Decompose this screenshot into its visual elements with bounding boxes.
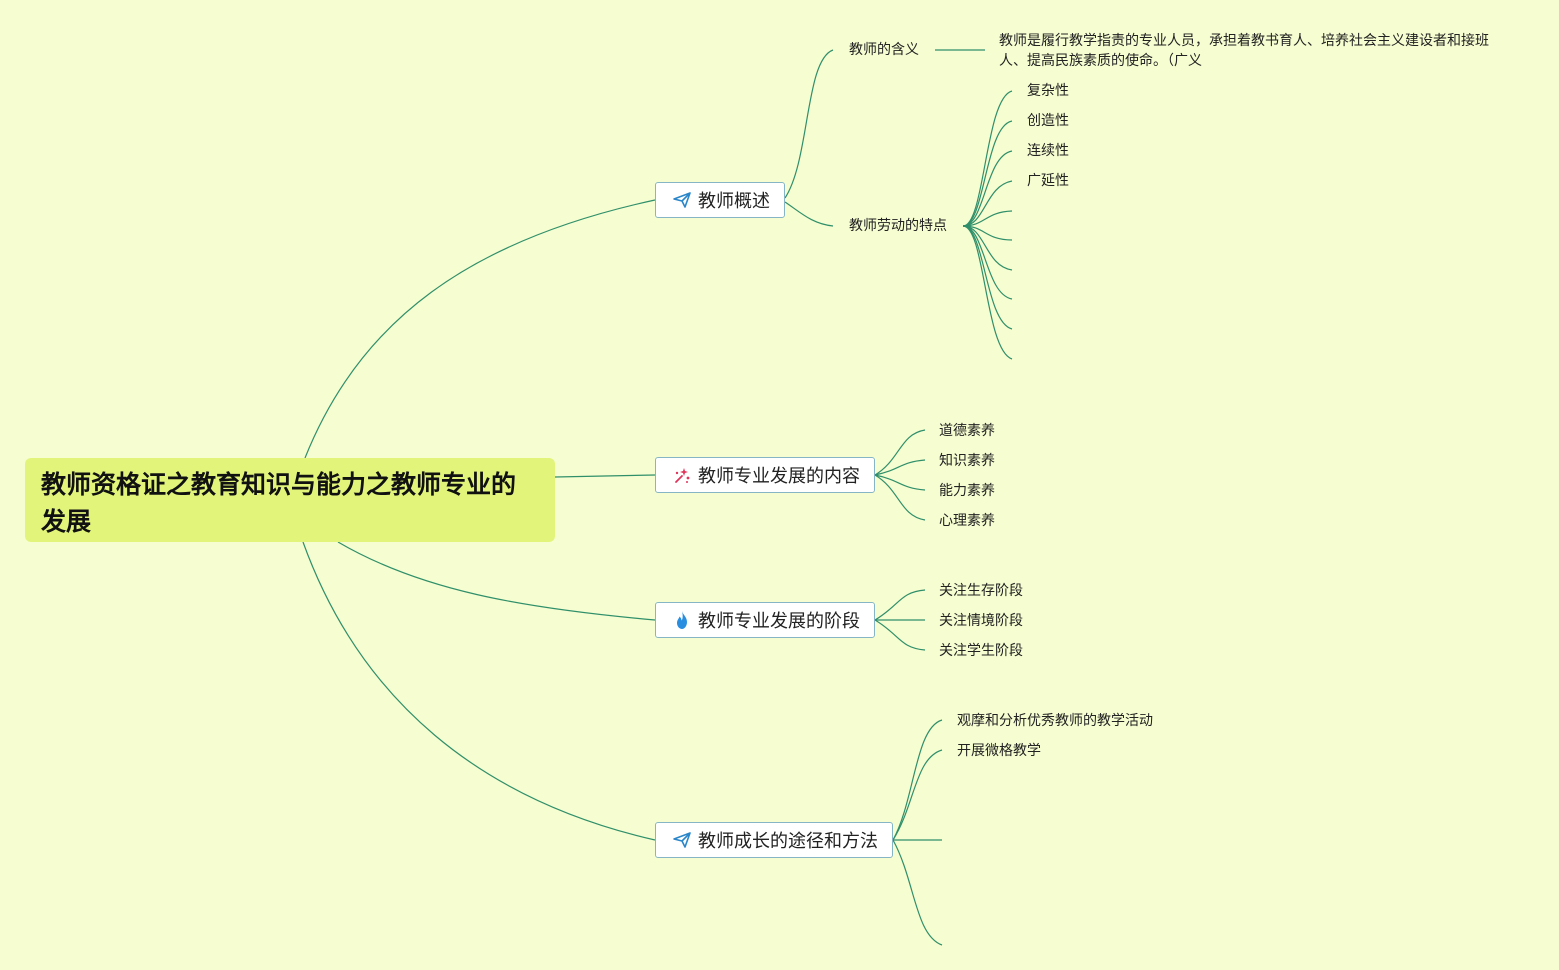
link-c2-e4 — [962, 225, 1013, 300]
link-b4-i1 — [892, 719, 943, 841]
topic-student-stage[interactable]: 关注学生阶段 — [939, 643, 1023, 659]
link-b1-c1 — [784, 49, 834, 199]
topic-knowledge-quality[interactable]: 知识素养 — [939, 453, 995, 469]
link-b3-i1 — [874, 589, 926, 621]
topic-teacher-meaning[interactable]: 教师的含义 — [849, 42, 919, 58]
root-topic-title: 教师资格证之教育知识与能力之教师专业的发展 — [41, 470, 517, 536]
link-b2-i2 — [874, 459, 926, 476]
topic-moral-quality[interactable]: 道德素养 — [939, 423, 995, 439]
link-c2-i3 — [962, 150, 1013, 227]
topic-microteaching[interactable]: 开展微格教学 — [957, 743, 1041, 759]
link-root-b1 — [304, 199, 656, 459]
link-root-b2 — [554, 474, 656, 478]
branch-development-stages[interactable]: 教师专业发展的阶段 — [655, 602, 875, 638]
topic-teacher-labor-features[interactable]: 教师劳动的特点 — [849, 218, 947, 234]
connector-lines — [302, 49, 1013, 946]
topic-observe-teaching[interactable]: 观摩和分析优秀教师的教学活动 — [957, 713, 1153, 729]
sparkle-icon — [672, 465, 692, 485]
topic-extensiveness[interactable]: 广延性 — [1027, 173, 1069, 189]
branch-label: 教师专业发展的内容 — [698, 466, 860, 487]
branch-development-content[interactable]: 教师专业发展的内容 — [655, 457, 875, 493]
branch-label: 教师专业发展的阶段 — [698, 611, 860, 632]
topic-ability-quality[interactable]: 能力素养 — [939, 483, 995, 499]
link-c2-e3 — [962, 225, 1013, 271]
branch-teacher-overview[interactable]: 教师概述 — [655, 182, 785, 218]
link-c2-e1 — [962, 210, 1013, 227]
topic-complexity[interactable]: 复杂性 — [1027, 83, 1069, 99]
link-c2-i1 — [962, 90, 1013, 227]
topic-teacher-meaning-detail[interactable]: 教师是履行教学指责的专业人员，承担着教书育人、培养社会主义建设者和接班人、提高民… — [999, 33, 1489, 69]
branch-label: 教师概述 — [698, 191, 770, 212]
link-b2-i3 — [874, 474, 926, 491]
link-b1-c2 — [784, 201, 834, 227]
topic-creativity[interactable]: 创造性 — [1027, 113, 1069, 129]
link-b2-i4 — [874, 474, 926, 521]
link-c2-e6 — [962, 225, 1013, 360]
link-root-b4 — [302, 541, 656, 841]
fire-icon — [672, 610, 692, 630]
paper-plane-icon — [672, 830, 692, 850]
link-b3-i3 — [874, 619, 926, 651]
link-c2-e5 — [962, 225, 1013, 330]
link-b4-e2 — [892, 839, 943, 946]
link-b2-i1 — [874, 429, 926, 476]
topic-continuity[interactable]: 连续性 — [1027, 143, 1069, 159]
topic-situation-stage[interactable]: 关注情境阶段 — [939, 613, 1023, 629]
link-b4-i2 — [892, 749, 943, 841]
link-root-b3 — [337, 541, 656, 621]
branch-growth-methods[interactable]: 教师成长的途径和方法 — [655, 822, 893, 858]
topic-psychological-quality[interactable]: 心理素养 — [939, 513, 995, 529]
root-topic[interactable]: 教师资格证之教育知识与能力之教师专业的发展 — [25, 458, 555, 542]
branch-label: 教师成长的途径和方法 — [698, 831, 878, 852]
link-c2-i4 — [962, 180, 1013, 227]
link-c2-i2 — [962, 120, 1013, 227]
topic-survival-stage[interactable]: 关注生存阶段 — [939, 583, 1023, 599]
paper-plane-icon — [672, 190, 692, 210]
